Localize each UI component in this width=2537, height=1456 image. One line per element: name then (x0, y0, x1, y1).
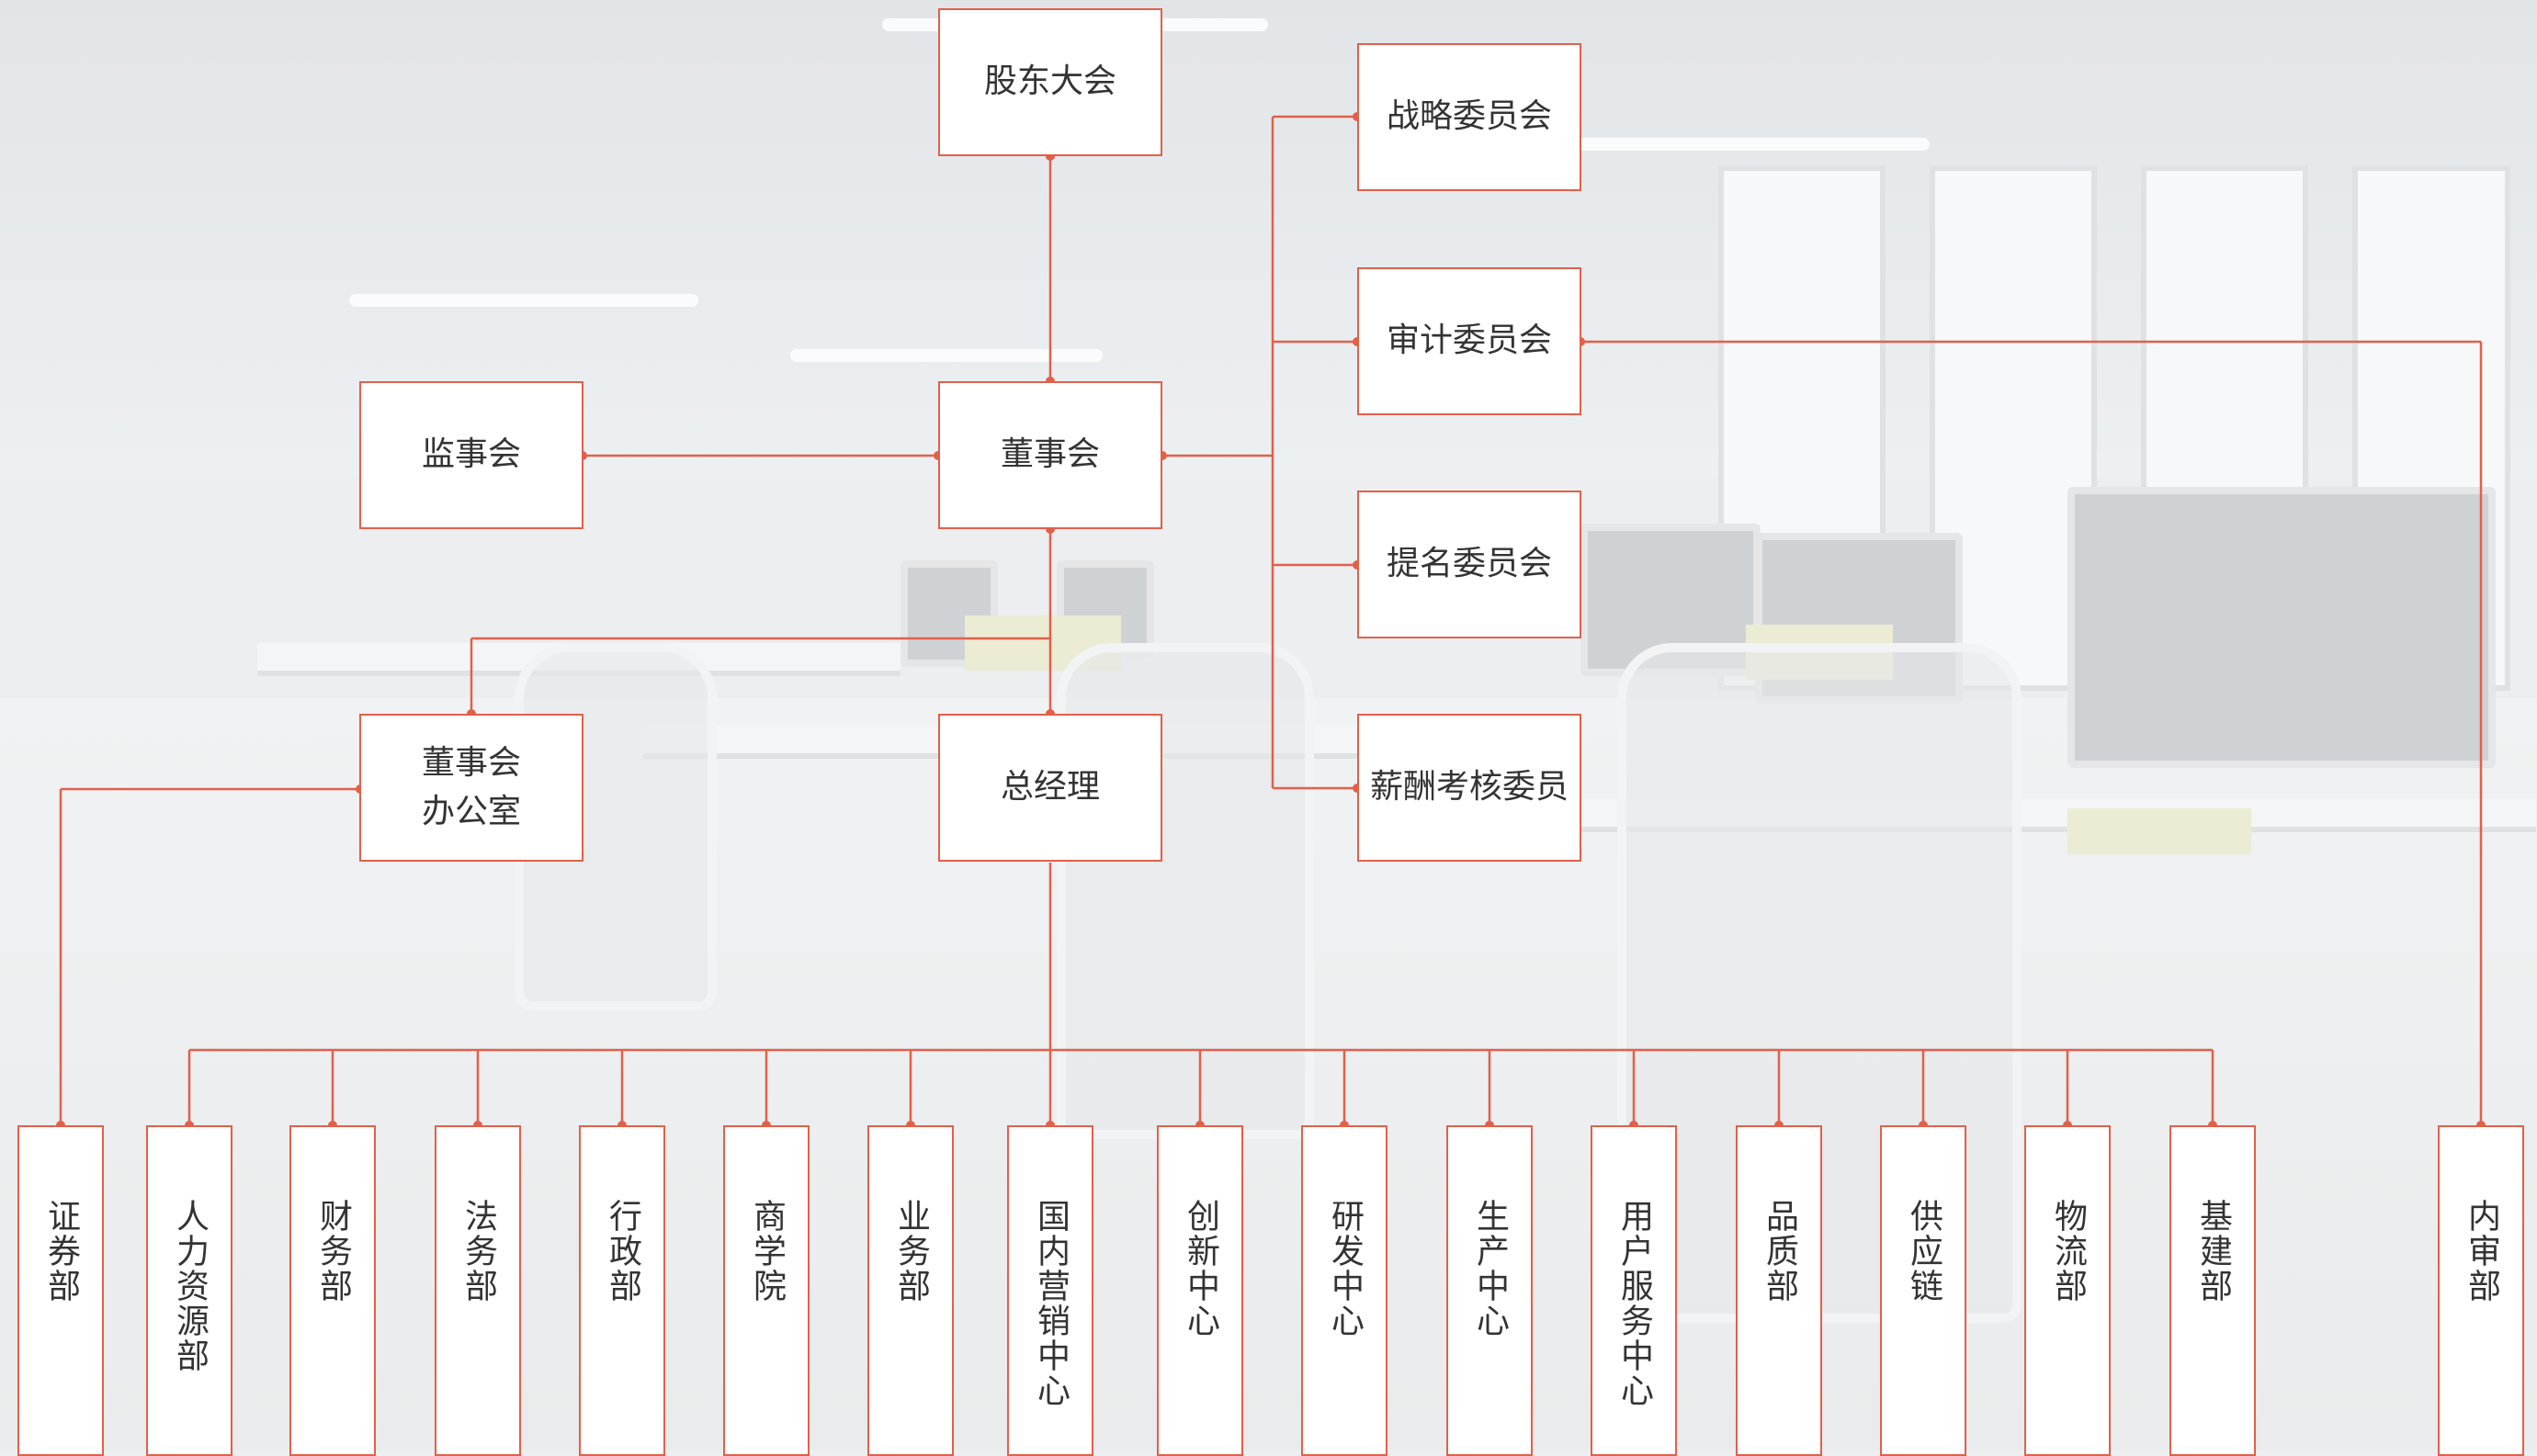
node-shareholders-meeting: 股东大会 (938, 8, 1162, 156)
connector-dots (56, 112, 2486, 1130)
dept-legal: 法务部 (435, 1125, 521, 1456)
node-audit-committee: 审计委员会 (1357, 267, 1581, 415)
dept-domestic-marketing-center: 国内营销中心 (1007, 1125, 1093, 1456)
dept-human-resources: 人力资源部 (146, 1125, 232, 1456)
dept-infrastructure: 基建部 (2169, 1125, 2256, 1456)
node-board-of-supervisors: 监事会 (359, 381, 583, 529)
dept-securities: 证券部 (17, 1125, 104, 1456)
node-compensation-committee: 薪酬考核委员 (1357, 714, 1581, 862)
dept-supply-chain: 供应链 (1880, 1125, 1966, 1456)
dept-innovation-center: 创新中心 (1157, 1125, 1243, 1456)
dept-business: 业务部 (867, 1125, 954, 1456)
node-board-office: 董事会 办公室 (359, 714, 583, 862)
dept-business-school: 商学院 (723, 1125, 810, 1456)
dept-logistics: 物流部 (2024, 1125, 2111, 1456)
dept-rnd-center: 研发中心 (1301, 1125, 1387, 1456)
node-general-manager: 总经理 (938, 714, 1162, 862)
dept-user-service-center: 用户服务中心 (1591, 1125, 1677, 1456)
dept-finance: 财务部 (289, 1125, 376, 1456)
dept-internal-audit: 内审部 (2438, 1125, 2524, 1456)
dept-quality: 品质部 (1736, 1125, 1822, 1456)
dept-production-center: 生产中心 (1446, 1125, 1533, 1456)
connector-paths (59, 115, 2483, 1125)
dept-administration: 行政部 (579, 1125, 665, 1456)
node-nomination-committee: 提名委员会 (1357, 491, 1581, 638)
node-board-of-directors: 董事会 (938, 381, 1162, 529)
node-strategy-committee: 战略委员会 (1357, 43, 1581, 191)
